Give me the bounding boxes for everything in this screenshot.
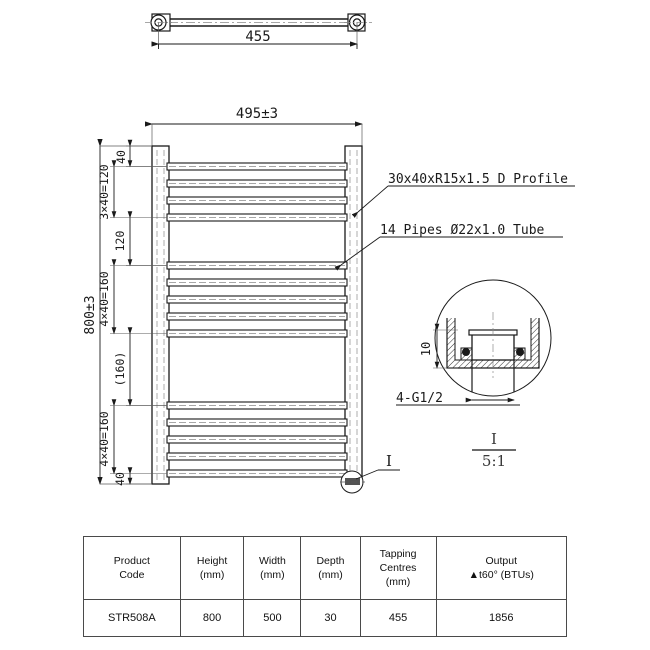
header-tapping-line1: Tapping: [379, 547, 417, 560]
dim-4x40-160-upper: 4×40=160: [97, 259, 167, 335]
height-dimension-800: 800±3: [83, 138, 152, 485]
header-tapping-centres: Tapping Centres (mm): [359, 536, 437, 600]
detail-dim-10-label: 10: [419, 342, 433, 356]
header-depth-line1: Depth: [316, 554, 345, 567]
detail-scale-label: 5:1: [482, 452, 506, 470]
cell-product-code: STR508A: [83, 599, 181, 637]
front-view: 495±3: [83, 106, 575, 494]
top-view-dimension-455: 455: [151, 29, 358, 49]
callout-pipes: 14 Pipes Ø22x1.0 Tube: [334, 223, 563, 271]
header-height-line1: Height: [196, 554, 228, 567]
dim-label-160-ref: (160): [113, 352, 127, 387]
header-height-line2: (mm): [199, 569, 225, 581]
detail-marker-label: I: [491, 430, 497, 448]
header-width-line2: (mm): [260, 569, 285, 581]
header-product-code-line2: Code: [119, 569, 145, 581]
callout-thread-label: 4-G1/2: [396, 391, 443, 406]
specification-table: Product Code Height (mm) Width (mm) Dept…: [83, 536, 568, 637]
width-dim-label: 495±3: [236, 106, 278, 122]
header-tapping-line2: Centres: [379, 561, 417, 574]
header-output-line2: ▲t60° (BTUs): [468, 569, 534, 581]
cell-output: 1856: [435, 599, 568, 637]
header-tapping-line3: (mm): [385, 576, 411, 589]
dim-40-bottom: 40: [113, 467, 152, 486]
radiator-body: [151, 145, 365, 494]
callout-profile: 30x40xR15x1.5 D Profile: [351, 172, 575, 218]
dim-label-4x40-160-upper: 4×40=160: [97, 271, 111, 326]
header-depth-line2: (mm): [318, 569, 343, 581]
header-depth: Depth (mm): [300, 536, 361, 600]
top-view: 455: [145, 13, 372, 49]
header-height: Height (mm): [179, 536, 245, 600]
detail-leader-marker: I: [355, 452, 400, 480]
header-product-code-line1: Product: [113, 554, 150, 567]
detail-dimension-10: 10: [419, 323, 458, 369]
bottom-right-detail-circle: [340, 470, 365, 494]
header-width: Width (mm): [243, 536, 302, 600]
dim-3x40-120: 3×40=120: [97, 160, 167, 220]
cell-height: 800: [179, 599, 245, 637]
top-view-left-fitting: [145, 13, 172, 47]
dim-label-40-top: 40: [114, 150, 128, 164]
header-width-line1: Width: [258, 554, 286, 567]
dim-label-120: 120: [113, 231, 127, 252]
left-dimension-chain: 40 3×40=120 120 4×40=160: [97, 139, 167, 486]
cell-tapping-centres: 455: [359, 599, 437, 637]
dim-label-3x40-120: 3×40=120: [97, 164, 111, 219]
dim-4x40-160-lower: 4×40=160: [97, 399, 167, 475]
pipe-group-middle: [166, 261, 348, 338]
height-dim-label: 800±3: [83, 295, 98, 334]
detail-view-I: 10 4-G1/2: [396, 279, 552, 406]
dim-label-4x40-160-lower: 4×40=160: [97, 411, 111, 466]
table-row: STR508A 800 500 30 455 1856: [83, 599, 568, 637]
detail-scale-marker: I 5:1: [472, 430, 516, 470]
pipe-group-bottom: [166, 401, 348, 478]
top-view-right-fitting: [344, 13, 372, 47]
callout-thread-4-G1-2: 4-G1/2: [396, 391, 520, 406]
header-product-code: Product Code: [83, 536, 181, 600]
header-output: Output ▲t60° (BTUs): [435, 536, 568, 600]
cell-width: 500: [243, 599, 302, 637]
top-view-dim-label: 455: [245, 29, 270, 45]
detail-leader-label: I: [386, 452, 392, 470]
width-dimension-495: 495±3: [144, 106, 363, 148]
callout-pipes-label: 14 Pipes Ø22x1.0 Tube: [380, 223, 545, 238]
table-header-row: Product Code Height (mm) Width (mm) Dept…: [83, 536, 568, 600]
header-output-line1: Output: [485, 554, 518, 567]
callout-profile-label: 30x40xR15x1.5 D Profile: [388, 172, 568, 187]
pipe-group-top: [166, 162, 348, 222]
cell-depth: 30: [300, 599, 361, 637]
dim-label-40-bottom: 40: [113, 472, 127, 486]
